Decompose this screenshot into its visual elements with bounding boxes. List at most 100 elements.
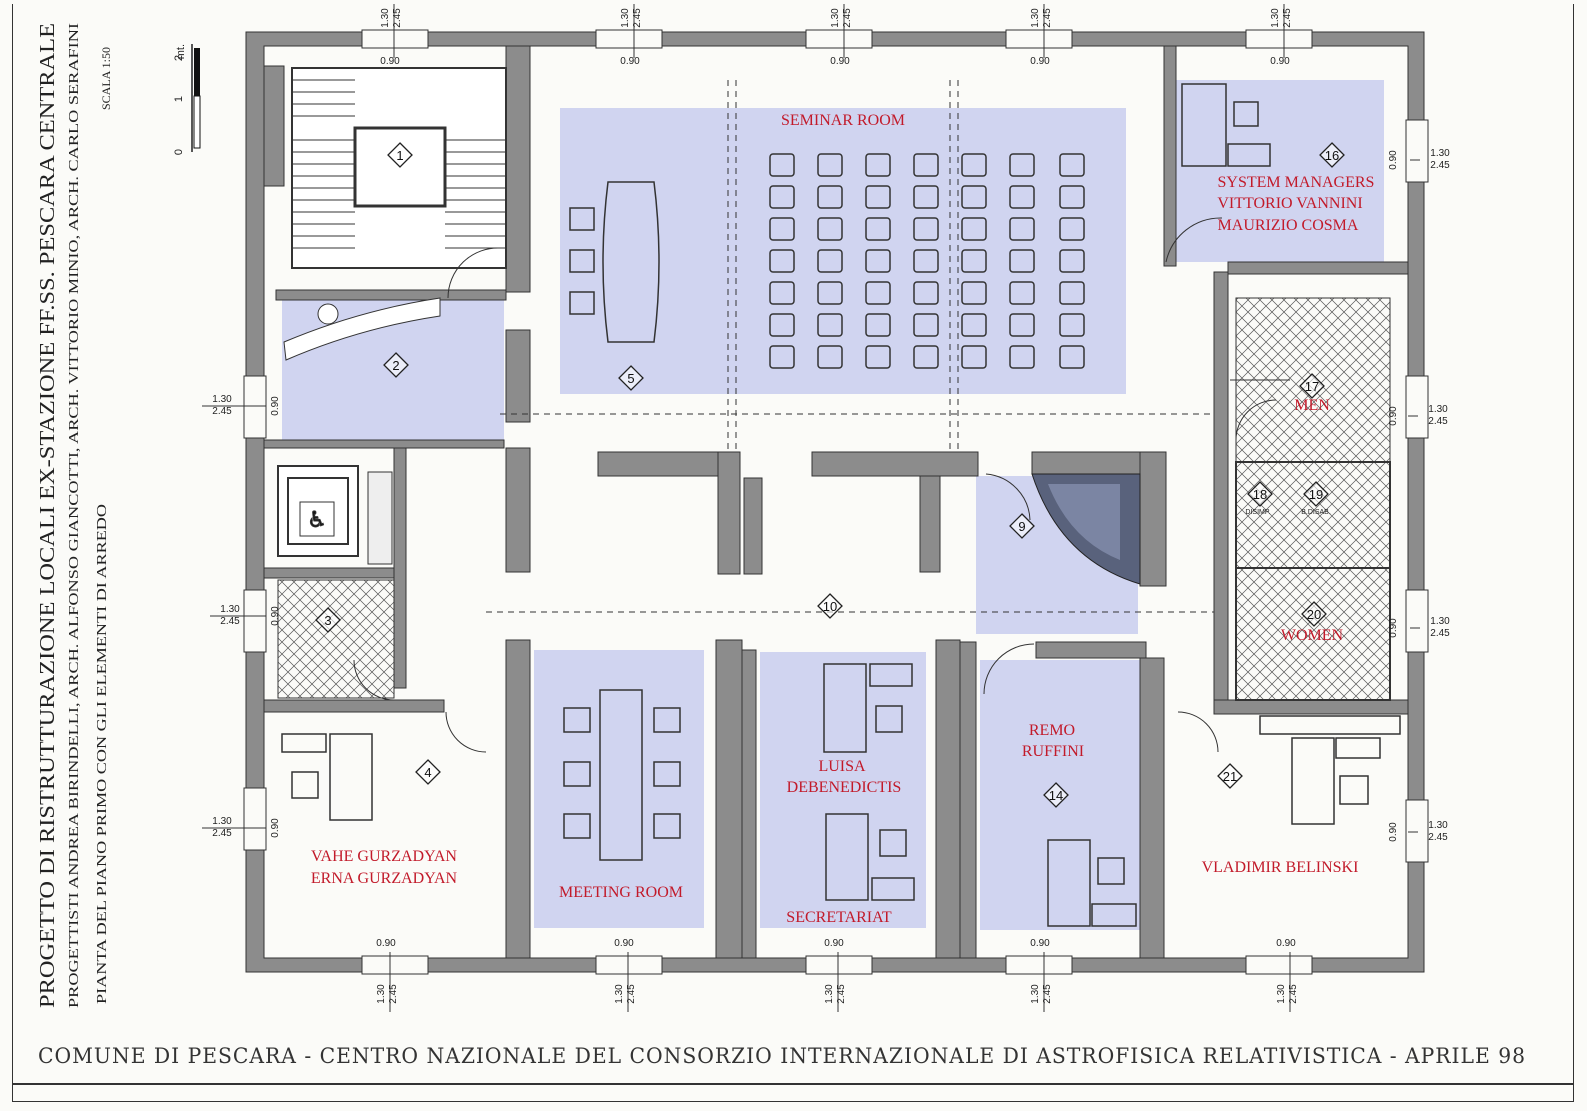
staircase [291, 67, 507, 269]
seminar-seat [1059, 281, 1085, 305]
label-maurizio-cosma: MAURIZIO COSMA [1218, 217, 1359, 234]
room-number-diamond [315, 607, 341, 633]
room-number-diamond [1043, 782, 1069, 808]
room-number-diamond [383, 352, 409, 378]
seminar-seat [1009, 345, 1035, 369]
window-width-mark: 0.90 [270, 396, 281, 416]
label-men: MEN [1294, 397, 1330, 414]
seminar-seat [1059, 185, 1085, 209]
seminar-seat [817, 313, 843, 337]
window-dim-b: 2.45 [1428, 416, 1448, 427]
window-dim-b: 2.45 [1288, 984, 1299, 1004]
window-dim-b: 2.45 [1042, 8, 1053, 28]
seminar-seat [817, 249, 843, 273]
room-number-diamond [1217, 763, 1243, 789]
window-width-mark: 0.90 [270, 818, 281, 838]
label-meeting-room: MEETING ROOM [559, 884, 683, 901]
room-number: 19 [1309, 487, 1323, 502]
window-width-mark: 0.90 [270, 606, 281, 626]
window-width-mark: 0.90 [380, 56, 400, 67]
seminar-seat [1059, 153, 1085, 177]
window-width-mark: 0.90 [1270, 56, 1290, 67]
seminar-seat [913, 153, 939, 177]
window-dim-a: 1.30 [1428, 820, 1448, 831]
scale-label: SCALA 1:50 [99, 47, 113, 110]
seminar-seat [769, 281, 795, 305]
room-number-diamond [1303, 481, 1329, 507]
seminar-seat [1059, 249, 1085, 273]
window-dim-b: 2.45 [1428, 832, 1448, 843]
window-width-mark: 0.90 [1388, 822, 1399, 842]
room-number: 20 [1307, 607, 1321, 622]
room-number: 3 [324, 613, 331, 628]
seminar-seat [865, 153, 891, 177]
seminar-seat [913, 345, 939, 369]
label-vahe-gurzadyan: VAHE GURZADYAN [311, 848, 457, 865]
seminar-seat [961, 281, 987, 305]
scale-tick-0: 0 [173, 149, 185, 155]
seminar-seat [865, 313, 891, 337]
seminar-seat [865, 249, 891, 273]
room-number: 1 [396, 148, 403, 163]
room-number: 10 [823, 599, 837, 614]
window-dim-a: 1.30 [380, 8, 391, 28]
window-width-mark: 0.90 [1030, 938, 1050, 949]
window-dim-a: 1.30 [1030, 8, 1041, 28]
label-luisa: LUISA [818, 758, 866, 775]
seminar-seat [913, 281, 939, 305]
window-width-mark: 0.90 [824, 938, 844, 949]
label-disimp: DISIMP. [1245, 509, 1270, 516]
seminar-seat [961, 345, 987, 369]
label-vittorio-vannini: VITTORIO VANNINI [1217, 195, 1362, 212]
window-dim-a: 1.30 [1428, 404, 1448, 415]
seminar-seat [865, 345, 891, 369]
room-number-diamond [415, 759, 441, 785]
room-number: 17 [1305, 379, 1319, 394]
label-system-managers: SYSTEM MANAGERS [1218, 174, 1375, 191]
footer-caption: COMUNE DI PESCARA - CENTRO NAZIONALE DEL… [38, 1044, 1526, 1068]
seminar-seat [961, 185, 987, 209]
seminar-seat [1059, 217, 1085, 241]
window-dim-b: 2.45 [1430, 160, 1450, 171]
seminar-seat [817, 185, 843, 209]
meeting-furniture [563, 689, 681, 861]
scale-tick-2: 2 [173, 55, 185, 61]
seminar-seat [961, 217, 987, 241]
seminar-seat [865, 281, 891, 305]
scale-tick-1: 1 [173, 96, 185, 102]
window-dim-b: 2.45 [1042, 984, 1053, 1004]
seminar-seat [769, 153, 795, 177]
seminar-seat [1009, 153, 1035, 177]
seminar-seat [1009, 313, 1035, 337]
window-width-mark: 0.90 [1030, 56, 1050, 67]
room-number-diamond [1299, 373, 1325, 399]
seminar-seat [913, 313, 939, 337]
window-dim-a: 1.30 [1430, 148, 1450, 159]
room-number-diamond [1247, 481, 1273, 507]
seminar-seat [769, 345, 795, 369]
label-vladimir-belinski: VLADIMIR BELINSKI [1202, 859, 1359, 876]
svg-text:♿: ♿ [307, 508, 327, 533]
seminar-seat [913, 185, 939, 209]
plant [985, 473, 1141, 585]
seminar-seat [817, 217, 843, 241]
window-dim-a: 1.30 [830, 8, 841, 28]
seminar-seat [1009, 249, 1035, 273]
seminar-seat [865, 217, 891, 241]
label-disab: B.DISAB. [1301, 509, 1331, 516]
window-width-mark: 0.90 [830, 56, 850, 67]
room-number-diamond [1301, 601, 1327, 627]
label-remo: REMO [1029, 722, 1075, 739]
seminar-seat [961, 153, 987, 177]
window-dim-a: 1.30 [1030, 984, 1041, 1004]
window-dim-b: 2.45 [1430, 628, 1450, 639]
elevator: ♿ [277, 465, 393, 565]
seminar-seat [1059, 313, 1085, 337]
window-dim-b: 2.45 [842, 8, 853, 28]
room-number: 14 [1049, 788, 1063, 803]
room-number-diamond [618, 365, 644, 391]
window-width-mark: 0.90 [1388, 150, 1399, 170]
room-number-diamond [1009, 513, 1035, 539]
room-number-diamond [817, 593, 843, 619]
